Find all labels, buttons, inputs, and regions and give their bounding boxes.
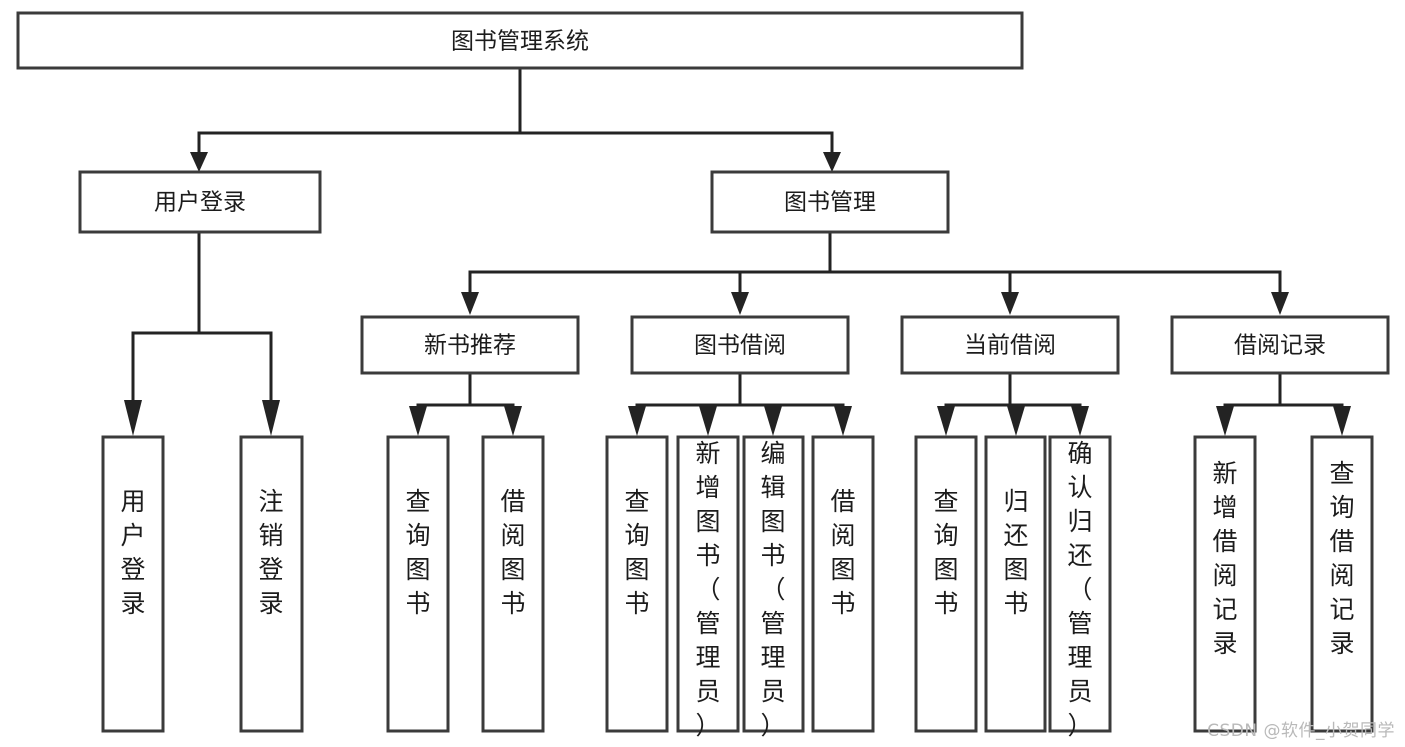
node-leaf-query-book-3-box[interactable] [914, 435, 978, 733]
arrow-bookmanage-to-current-borrow [1001, 292, 1019, 315]
node-leaf-borrow-book-2[interactable]: 借阅图书 [811, 435, 875, 733]
connector-bookborrow-bus [635, 371, 845, 414]
node-leaf-query-book-1[interactable]: 查询图书 [386, 435, 450, 733]
node-leaf-return-book-box[interactable] [984, 435, 1047, 733]
connector-bookmanage-bus [468, 230, 1282, 298]
node-borrow-record[interactable]: 借阅记录 [1170, 315, 1390, 375]
node-leaf-add-record-label: 新增借阅记录 [1212, 459, 1237, 658]
node-leaf-edit-book[interactable]: 编辑图书（管理员） [742, 435, 805, 740]
node-leaf-add-book[interactable]: 新增图书（管理员） [676, 435, 740, 740]
node-leaf-logout-label: 注销登录 [258, 487, 283, 618]
node-book-borrow[interactable]: 图书借阅 [630, 315, 850, 375]
node-leaf-query-book-3-label: 查询图书 [933, 487, 958, 618]
node-user-login[interactable]: 用户登录 [78, 170, 322, 234]
node-borrow-record-box[interactable] [1170, 315, 1390, 375]
node-new-book-rec[interactable]: 新书推荐 [360, 315, 580, 375]
arrow-bookmanage-to-new-book-rec [461, 292, 479, 315]
arrow-currentborrow-to-leaf-return-book [1007, 406, 1025, 436]
connector-newbookrec-bus [416, 371, 515, 414]
node-root[interactable]: 图书管理系统 [16, 11, 1024, 70]
node-leaf-confirm-return[interactable]: 确认归还（管理员） [1048, 435, 1112, 740]
node-book-borrow-label: 图书借阅 [694, 333, 786, 359]
node-book-manage-label: 图书管理 [784, 190, 876, 216]
node-leaf-query-book-2-label: 查询图书 [624, 487, 649, 618]
node-book-borrow-box[interactable] [630, 315, 850, 375]
node-book-manage-box[interactable] [710, 170, 950, 234]
node-leaf-add-book-box[interactable] [676, 435, 740, 733]
node-user-login-label: 用户登录 [154, 190, 246, 216]
arrow-root-to-book-manage [823, 152, 841, 172]
node-leaf-borrow-book-1[interactable]: 借阅图书 [481, 435, 545, 733]
node-current-borrow-label: 当前借阅 [964, 333, 1056, 359]
node-user-login-box[interactable] [78, 170, 322, 234]
connector-layer [124, 66, 1351, 436]
node-leaf-borrow-book-2-box[interactable] [811, 435, 875, 733]
node-leaf-query-book-2-box[interactable] [605, 435, 669, 733]
node-leaf-logout[interactable]: 注销登录 [239, 435, 304, 733]
node-leaf-confirm-return-box[interactable] [1048, 435, 1112, 733]
node-leaf-user-login-label: 用户登录 [120, 487, 145, 618]
node-leaf-borrow-book-1-label: 借阅图书 [500, 487, 525, 618]
node-current-borrow[interactable]: 当前借阅 [900, 315, 1120, 375]
node-leaf-edit-book-box[interactable] [742, 435, 805, 733]
node-leaf-query-book-1-box[interactable] [386, 435, 450, 733]
arrow-bookborrow-to-leaf-edit-book [764, 406, 782, 436]
arrow-newbookrec-to-leaf-borrow-book-1 [504, 406, 522, 436]
node-borrow-record-label: 借阅记录 [1234, 333, 1326, 359]
watermark-text: CSDN @软件_小贺同学 [1207, 721, 1395, 741]
node-book-manage[interactable]: 图书管理 [710, 170, 950, 234]
arrow-borrowrecord-to-leaf-query-record [1333, 406, 1351, 436]
node-root-box[interactable] [16, 11, 1024, 70]
node-new-book-rec-box[interactable] [360, 315, 580, 375]
arrow-userlogin-to-leaf-logout [262, 400, 280, 436]
node-leaf-return-book-label: 归还图书 [1003, 487, 1028, 618]
node-leaf-edit-book-label: 编辑图书（管理员） [760, 439, 785, 740]
arrow-bookborrow-to-leaf-add-book [699, 406, 717, 436]
arrow-bookborrow-to-leaf-borrow-book-2 [834, 406, 852, 436]
node-current-borrow-box[interactable] [900, 315, 1120, 375]
node-new-book-rec-label: 新书推荐 [424, 333, 516, 359]
arrow-bookborrow-to-leaf-query-book-2 [628, 406, 646, 436]
connector-userlogin-bus [131, 230, 273, 406]
arrow-bookmanage-to-book-borrow [731, 292, 749, 315]
node-leaf-user-login-box[interactable] [101, 435, 165, 733]
connector-borrowrecord-bus [1223, 371, 1344, 414]
arrow-bookmanage-to-borrow-record [1271, 292, 1289, 315]
node-leaf-add-record-box[interactable] [1193, 435, 1257, 733]
arrow-userlogin-to-leaf-user-login [124, 400, 142, 436]
node-leaf-query-record[interactable]: 查询借阅记录 [1310, 435, 1374, 733]
connector-root-bus [197, 66, 834, 160]
node-leaf-return-book[interactable]: 归还图书 [984, 435, 1047, 733]
node-leaf-query-book-3[interactable]: 查询图书 [914, 435, 978, 733]
node-leaf-user-login[interactable]: 用户登录 [101, 435, 165, 733]
arrow-borrowrecord-to-leaf-add-record [1216, 406, 1234, 436]
node-leaf-borrow-book-1-box[interactable] [481, 435, 545, 733]
node-leaf-query-record-box[interactable] [1310, 435, 1374, 733]
node-leaf-query-record-label: 查询借阅记录 [1329, 459, 1354, 658]
node-leaf-add-book-label: 新增图书（管理员） [695, 439, 720, 740]
node-leaf-borrow-book-2-label: 借阅图书 [830, 487, 855, 618]
arrow-newbookrec-to-leaf-query-book-1 [409, 406, 427, 436]
node-leaf-logout-box[interactable] [239, 435, 304, 733]
node-root-label: 图书管理系统 [451, 29, 589, 55]
arrow-currentborrow-to-leaf-query-book-3 [937, 406, 955, 436]
node-leaf-add-record[interactable]: 新增借阅记录 [1193, 435, 1257, 733]
arrow-root-to-user-login [190, 152, 208, 172]
node-leaf-query-book-2[interactable]: 查询图书 [605, 435, 669, 733]
node-leaf-query-book-1-label: 查询图书 [405, 487, 430, 618]
arrow-currentborrow-to-leaf-confirm-return [1071, 406, 1089, 436]
node-leaf-confirm-return-label: 确认归还（管理员） [1067, 439, 1092, 740]
